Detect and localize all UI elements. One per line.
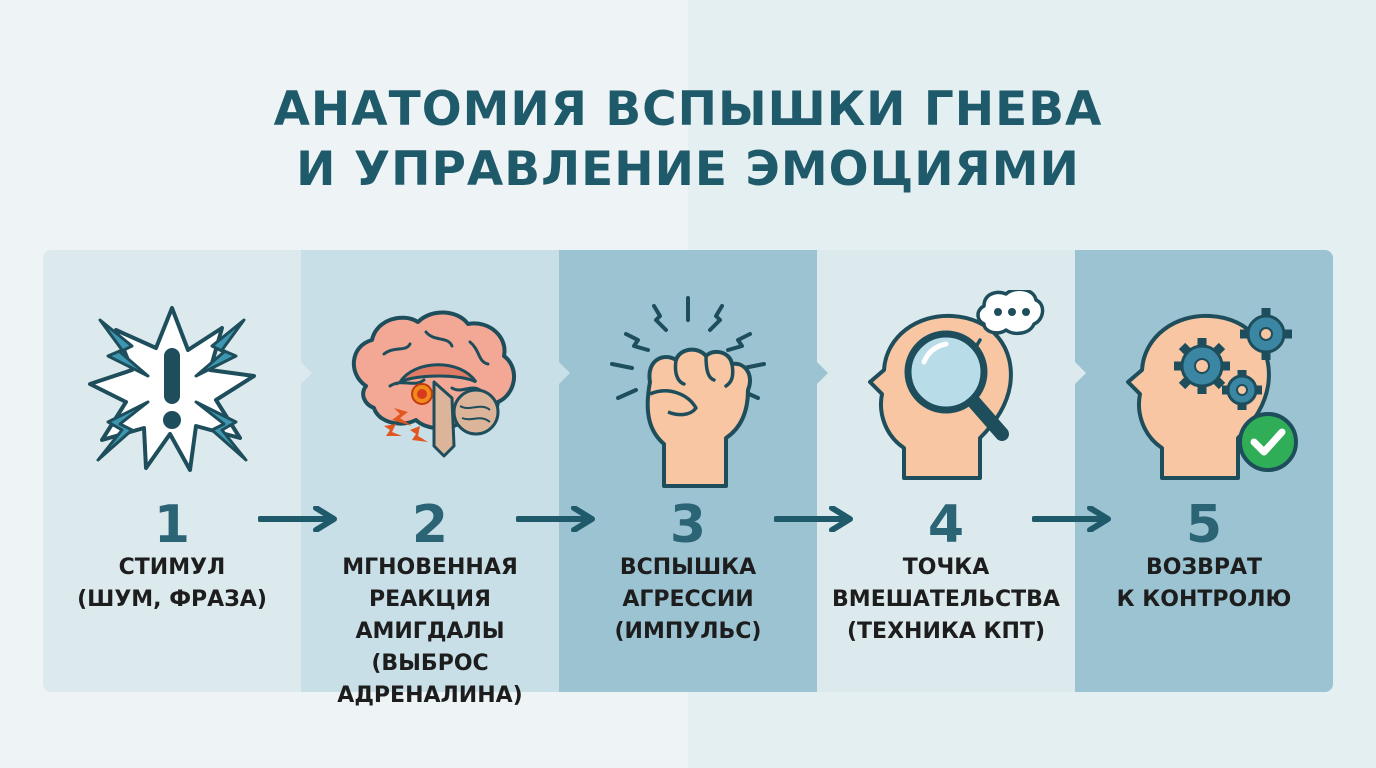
step-label: ВОЗВРАТ К КОНТРОЛЮ bbox=[1116, 555, 1292, 612]
step-label: ТОЧКА ВМЕШАТЕЛЬСТВА (ТЕХНИКА КПТ) bbox=[832, 555, 1060, 644]
step-label: ВСПЫШКА АГРЕССИИ (ИМПУЛЬС) bbox=[614, 555, 762, 644]
arrow-right-icon bbox=[1032, 506, 1111, 532]
stage-3: 3 ВСПЫШКА АГРЕССИИ (ИМПУЛЬС) bbox=[559, 250, 817, 720]
brain-amygdala-icon bbox=[330, 290, 530, 490]
title-line-1: АНАТОМИЯ ВСПЫШКИ ГНЕВА bbox=[273, 82, 1103, 137]
arrow-right-icon bbox=[258, 506, 337, 532]
page-title: АНАТОМИЯ ВСПЫШКИ ГНЕВА И УПРАВЛЕНИЕ ЭМОЦ… bbox=[0, 80, 1376, 200]
head-magnifier-icon bbox=[846, 290, 1046, 490]
stage-5: 5 ВОЗВРАТ К КОНТРОЛЮ bbox=[1075, 250, 1333, 720]
step-number: 5 bbox=[1185, 495, 1223, 555]
step-number: 1 bbox=[153, 495, 191, 555]
step-label: МГНОВЕННАЯ РЕАКЦИЯ АМИГДАЛЫ (ВЫБРОС АДРЕ… bbox=[337, 555, 523, 708]
step-number: 4 bbox=[927, 495, 965, 555]
title-line-2: И УПРАВЛЕНИЕ ЭМОЦИЯМИ bbox=[296, 142, 1080, 197]
step-number: 3 bbox=[669, 495, 707, 555]
arrow-right-icon bbox=[774, 506, 853, 532]
head-gears-check-icon bbox=[1104, 290, 1304, 490]
panel-divider bbox=[559, 362, 570, 384]
panel-divider bbox=[1075, 362, 1086, 384]
clenched-fist-icon bbox=[588, 290, 788, 490]
stage-1: 1 СТИМУЛ (ШУМ, ФРАЗА) bbox=[43, 250, 301, 720]
panel-divider bbox=[817, 362, 828, 384]
step-number: 2 bbox=[411, 495, 449, 555]
stage-2: 2 МГНОВЕННАЯ РЕАКЦИЯ АМИГДАЛЫ (ВЫБРОС АД… bbox=[301, 250, 559, 720]
step-label: СТИМУЛ (ШУМ, ФРАЗА) bbox=[77, 555, 267, 612]
panel-divider bbox=[301, 362, 312, 384]
stage-4: 4 ТОЧКА ВМЕШАТЕЛЬСТВА (ТЕХНИКА КПТ) bbox=[817, 250, 1075, 720]
lightning-exclamation-icon bbox=[72, 290, 272, 490]
arrow-right-icon bbox=[516, 506, 595, 532]
